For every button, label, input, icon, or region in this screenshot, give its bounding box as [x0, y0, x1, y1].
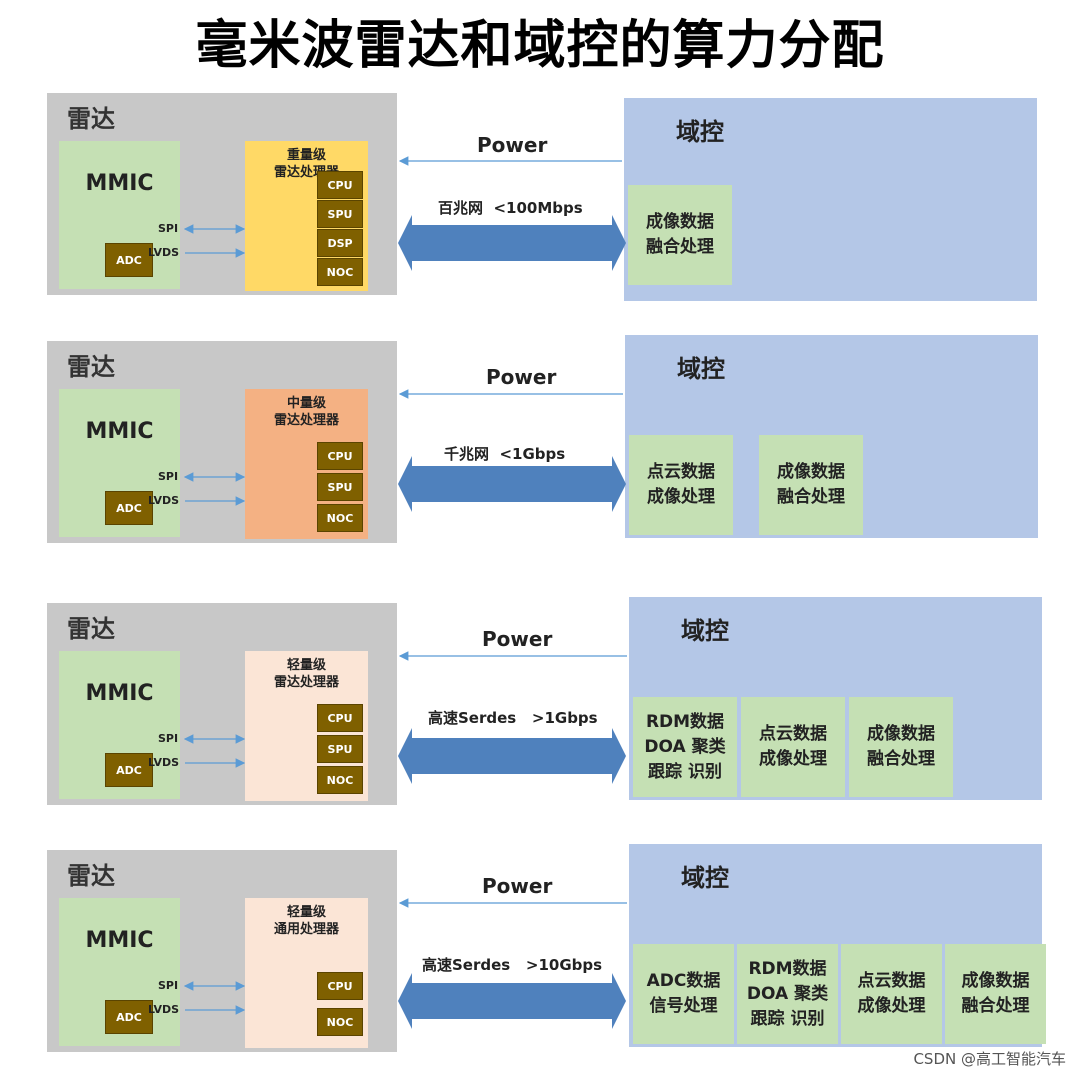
diagram-row: 雷达MMICADCSPILVDSSPILVDS轻量级 通用处理器CPUNOC域控… — [0, 844, 1080, 1065]
mmic-spi-pin: SPI — [158, 979, 179, 992]
power-label: Power — [482, 627, 553, 651]
radar-label: 雷达 — [67, 105, 115, 133]
chip-spu: SPU — [317, 200, 363, 228]
mmic-box: MMIC ADC — [59, 389, 180, 537]
watermark: CSDN @高工智能汽车 — [913, 1050, 1066, 1068]
domain-label: 域控 — [676, 118, 724, 146]
adc-chip: ADC — [105, 491, 153, 525]
chip-dsp: DSP — [317, 229, 363, 257]
chip-noc: NOC — [317, 766, 363, 794]
diagram-row: 雷达MMICADCSPILVDSSPILVDS轻量级 雷达处理器CPUSPUNO… — [0, 597, 1080, 818]
chip-noc: NOC — [317, 258, 363, 286]
function-block: 点云数据 成像处理 — [629, 435, 733, 535]
function-block: 成像数据 融合处理 — [628, 185, 732, 285]
function-block: 点云数据 成像处理 — [741, 697, 845, 797]
mmic-box: MMIC ADC — [59, 651, 180, 799]
chip-cpu: CPU — [317, 704, 363, 732]
adc-chip: ADC — [105, 1000, 153, 1034]
function-block: ADC数据 信号处理 — [633, 944, 734, 1044]
chip-cpu: CPU — [317, 442, 363, 470]
mmic-box: MMIC ADC — [59, 898, 180, 1046]
power-label: Power — [486, 365, 557, 389]
function-block: 成像数据 融合处理 — [759, 435, 863, 535]
chip-spu: SPU — [317, 735, 363, 763]
domain-controller-box: 域控成像数据 融合处理 — [624, 98, 1037, 301]
function-block: 成像数据 融合处理 — [849, 697, 953, 797]
processor-title: 轻量级 雷达处理器 — [273, 658, 339, 690]
mmic-spi-pin: SPI — [158, 222, 179, 235]
mmic-label: MMIC — [85, 681, 154, 706]
mmic-lvds-pin: LVDS — [148, 756, 180, 769]
mmic-label: MMIC — [85, 419, 154, 444]
data-link-label: 雷达L5 级别点云成像数据 — [437, 238, 587, 253]
diagram-row: 雷达MMICADCSPILVDSSPILVDS重量级 雷达处理器CPUSPUDS… — [0, 93, 1080, 308]
radar-label: 雷达 — [67, 615, 115, 643]
diagram-row: 雷达MMICADCSPILVDSSPILVDS中量级 雷达处理器CPUSPUNO… — [0, 335, 1080, 556]
domain-controller-box: 域控 RDM数据 DOA 聚类 跟踪 识别点云数据 成像处理成像数据 融合处理 — [629, 597, 1042, 800]
domain-label: 域控 — [677, 355, 725, 383]
processor-title: 轻量级 通用处理器 — [273, 905, 339, 937]
mmic-label: MMIC — [85, 171, 154, 196]
link-speed-label: 高速Serdes >10Gbps — [422, 956, 603, 974]
link-speed-label: 千兆网 <1Gbps — [444, 445, 566, 463]
radar-box: 雷达MMICADCSPILVDSSPILVDS轻量级 雷达处理器CPUSPUNO… — [47, 603, 397, 805]
power-label: Power — [482, 874, 553, 898]
domain-label: 域控 — [681, 617, 729, 645]
link-speed-label: 百兆网 <100Mbps — [438, 199, 583, 217]
mmic-lvds-pin: LVDS — [148, 1003, 180, 1016]
link-speed-label: 高速Serdes >1Gbps — [428, 709, 598, 727]
radar-label: 雷达 — [67, 353, 115, 381]
domain-label: 域控 — [681, 864, 729, 892]
mmic-label: MMIC — [85, 928, 154, 953]
mmic-spi-pin: SPI — [158, 470, 179, 483]
adc-chip: ADC — [105, 753, 153, 787]
adc-chip: ADC — [105, 243, 153, 277]
data-link-label: 雷达L4 级别多维度点云数据 — [430, 479, 594, 494]
mmic-spi-pin: SPI — [158, 732, 179, 745]
data-link-label: 雷达L3 级别RDM数据 — [448, 751, 576, 766]
chip-noc: NOC — [317, 504, 363, 532]
chip-cpu: CPU — [317, 972, 363, 1000]
function-block: RDM数据 DOA 聚类 跟踪 识别 — [737, 944, 838, 1044]
mmic-lvds-pin: LVDS — [148, 246, 180, 259]
mmic-lvds-pin: LVDS — [148, 494, 180, 507]
radar-box: 雷达MMICADCSPILVDSSPILVDS中量级 雷达处理器CPUSPUNO… — [47, 341, 397, 543]
function-block: 成像数据 融合处理 — [945, 944, 1046, 1044]
power-label: Power — [477, 133, 548, 157]
data-link-label: 雷达L2 级别RDM数据 — [448, 996, 576, 1011]
radar-box: 雷达MMICADCSPILVDSSPILVDS重量级 雷达处理器CPUSPUDS… — [47, 93, 397, 295]
function-block: RDM数据 DOA 聚类 跟踪 识别 — [633, 697, 737, 797]
function-block: 点云数据 成像处理 — [841, 944, 942, 1044]
chip-noc: NOC — [317, 1008, 363, 1036]
page-title: 毫米波雷达和域控的算力分配 — [195, 15, 885, 76]
mmic-box: MMIC ADC — [59, 141, 180, 289]
processor-title: 中量级 雷达处理器 — [273, 396, 339, 428]
chip-cpu: CPU — [317, 171, 363, 199]
domain-controller-box: 域控点云数据 成像处理成像数据 融合处理 — [625, 335, 1038, 538]
processor-box: 轻量级 通用处理器 CPU NOC — [245, 898, 368, 1048]
processor-box: 中量级 雷达处理器 CPU SPU NOC — [245, 389, 368, 539]
radar-label: 雷达 — [67, 862, 115, 890]
chip-spu: SPU — [317, 473, 363, 501]
processor-box: 轻量级 雷达处理器 CPU SPU NOC — [245, 651, 368, 801]
